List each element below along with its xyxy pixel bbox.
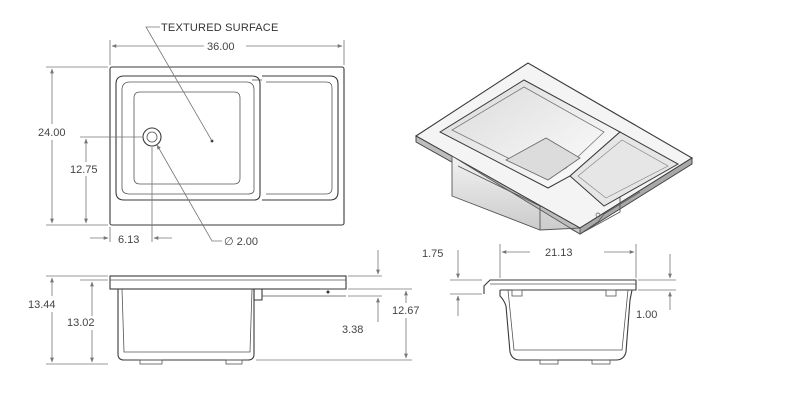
dim-bowl-height: 13.02 (67, 317, 95, 329)
textured-surface-callout: TEXTURED SURFACE (161, 22, 279, 34)
top-view-textured-floor (133, 91, 241, 185)
top-view-bowl (115, 75, 261, 201)
dim-shelf-drop: 3.38 (342, 324, 363, 336)
side-view: 21.13 1.75 1.00 (422, 244, 676, 365)
drain-icon (142, 127, 162, 147)
isometric-view (414, 62, 694, 235)
top-view-rim (109, 66, 345, 226)
top-view-shelf (262, 75, 339, 201)
top-view: TEXTURED SURFACE 36.00 24.00 12.75 6.13 … (38, 22, 345, 248)
front-view-bowl (117, 289, 255, 361)
dim-bowl-width: 21.13 (545, 247, 573, 259)
dim-depth: 24.00 (38, 127, 66, 139)
side-view-bowl (499, 289, 633, 361)
dim-drain-diameter: ∅ 2.00 (224, 236, 258, 248)
dim-drain-from-side: 6.13 (118, 234, 139, 246)
dim-drain-from-front: 12.75 (70, 164, 98, 176)
dim-width: 36.00 (207, 41, 235, 53)
front-view: 13.44 13.02 12.67 3.38 (28, 250, 420, 365)
side-view-rim (483, 279, 637, 294)
dim-overall-height: 13.44 (28, 299, 56, 311)
dim-lip: 1.00 (636, 309, 657, 321)
dim-rim-offset: 1.75 (422, 248, 443, 260)
front-view-rim (109, 275, 347, 290)
dim-right-height: 12.67 (392, 305, 420, 317)
iso-shelf (569, 131, 680, 207)
